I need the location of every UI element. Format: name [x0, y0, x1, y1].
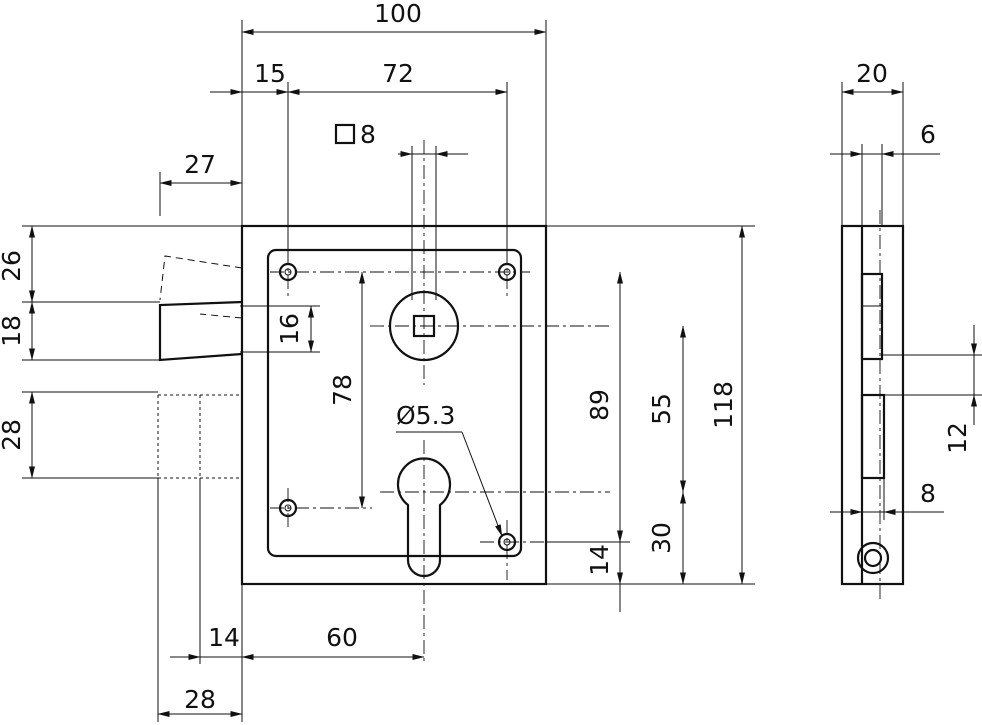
- dim-side-depth: 20: [856, 59, 888, 88]
- dimension-lines: [29, 29, 745, 717]
- dim-bolt-top: 26: [0, 250, 26, 282]
- dimension-texts: 100 15 72 8 27 26 18 28 16 78 Ø5.3 89 55…: [0, 0, 738, 714]
- dead-bolt: [158, 300, 243, 362]
- dim-hole-spacing-top: 72: [382, 59, 414, 88]
- dim-to-bottom-89: 89: [585, 389, 614, 421]
- side-cylinder-ring: [856, 541, 890, 575]
- dim-bolt-inner: 16: [275, 313, 304, 345]
- side-view: 20 6 12 8: [830, 59, 982, 600]
- center-lines: [270, 140, 610, 662]
- dim-width: 100: [374, 0, 422, 28]
- side-latch: [860, 393, 886, 480]
- dim-height: 118: [709, 381, 738, 429]
- dim-bolt-projection: 27: [184, 150, 216, 179]
- dim-cylinder-hole: Ø5.3: [396, 401, 455, 430]
- dim-latch-projection: 28: [184, 685, 216, 714]
- cover-plate-outline: [266, 248, 523, 558]
- lock-case-outline: [240, 224, 548, 586]
- square-symbol-icon: [334, 123, 356, 145]
- dim-backset: 60: [326, 623, 358, 652]
- dim-latch-height: 28: [0, 419, 26, 451]
- dim-side-gap: 12: [943, 422, 972, 454]
- side-bolt: [860, 272, 884, 361]
- dim-hole-spacing-vertical: 78: [328, 374, 357, 406]
- dim-cylinder-to-bottom: 30: [647, 522, 676, 554]
- latch-projection: [157, 394, 242, 479]
- front-view: 100 15 72 8 27 26 18 28 16 78 Ø5.3 89 55…: [0, 0, 755, 722]
- dim-left-hole-offset: 15: [254, 59, 286, 88]
- extension-lines: [22, 20, 755, 722]
- dim-latch-offset: 14: [208, 623, 240, 652]
- dead-bolt-retracted: [159, 255, 243, 319]
- dim-spindle-to-cylinder: 55: [647, 393, 676, 425]
- dim-bottom-hole-offset: 14: [585, 544, 614, 576]
- dim-bolt-height: 18: [0, 315, 26, 347]
- cylinder-keyhole: [396, 457, 452, 578]
- dim-side-bottom: 8: [920, 479, 936, 508]
- dim-square-spindle: 8: [360, 120, 376, 149]
- dim-side-plate: 6: [920, 120, 936, 149]
- side-case-outline: [840, 224, 905, 586]
